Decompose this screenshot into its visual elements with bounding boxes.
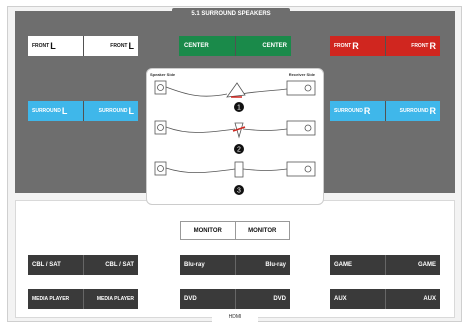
surround-left-letter-right: L bbox=[128, 106, 135, 116]
cbl-sat-text-right: CBL / SAT bbox=[83, 255, 138, 275]
step-1-number: 1 bbox=[237, 105, 241, 112]
monitor-text-left: MONITOR bbox=[181, 222, 235, 239]
game-label: GAME GAME bbox=[330, 255, 440, 275]
surround-right-letter: R bbox=[363, 106, 371, 116]
front-right-letter-right: R bbox=[429, 41, 437, 51]
dvd-text-right: DVD bbox=[235, 289, 290, 309]
surround-right-small-right: SURROUND bbox=[399, 108, 429, 114]
step-3-number: 3 bbox=[237, 188, 241, 195]
front-left-small-right: FRONT bbox=[110, 43, 128, 49]
sheet-title: 5.1 SURROUND SPEAKERS bbox=[172, 8, 290, 20]
step-1: 1 bbox=[154, 80, 316, 112]
game-text-right: GAME bbox=[385, 255, 440, 275]
front-right-small-right: FRONT bbox=[411, 43, 429, 49]
media-player-text-right: MEDIA PLAYER bbox=[83, 289, 138, 309]
connection-steps-illustration: 1 2 3 bbox=[154, 80, 316, 195]
hdmi-footer-label: HDMI bbox=[212, 313, 258, 322]
center-text-right: CENTER bbox=[262, 43, 287, 49]
surround-left-small-right: SURROUND bbox=[98, 108, 128, 114]
bluray-text-right: Blu-ray bbox=[235, 255, 290, 275]
dvd-text-left: DVD bbox=[180, 289, 235, 309]
center-label: CENTER CENTER bbox=[179, 36, 291, 56]
bluray-label: Blu-ray Blu-ray bbox=[180, 255, 290, 275]
aux-label: AUX AUX bbox=[330, 289, 440, 309]
surround-right-small: SURROUND bbox=[334, 108, 363, 114]
front-left-small: FRONT bbox=[32, 43, 50, 49]
aux-text-left: AUX bbox=[330, 289, 385, 309]
cbl-sat-label: CBL / SAT CBL / SAT bbox=[28, 255, 138, 275]
step-2-number: 2 bbox=[237, 147, 241, 154]
surround-right-letter-right: R bbox=[429, 106, 437, 116]
surround-left-letter: L bbox=[61, 106, 68, 116]
monitor-text-right: MONITOR bbox=[235, 222, 289, 239]
front-right-letter: R bbox=[352, 41, 359, 51]
aux-text-right: AUX bbox=[385, 289, 440, 309]
surround-left-small: SURROUND bbox=[32, 108, 61, 114]
speaker-side-label: Speaker Side bbox=[150, 72, 176, 77]
bluray-text-left: Blu-ray bbox=[180, 255, 235, 275]
monitor-label: MONITOR MONITOR bbox=[180, 221, 290, 240]
receiver-side-label: Receiver Side bbox=[288, 72, 315, 77]
front-right-small: FRONT bbox=[334, 43, 352, 49]
step-2: 2 bbox=[154, 120, 316, 154]
connection-diagram: Speaker Side Receiver Side 1 2 bbox=[146, 68, 324, 205]
front-left-letter-right: L bbox=[128, 41, 135, 51]
media-player-label: MEDIA PLAYER MEDIA PLAYER bbox=[28, 289, 138, 309]
dvd-label: DVD DVD bbox=[180, 289, 290, 309]
cbl-sat-text-left: CBL / SAT bbox=[28, 255, 83, 275]
step-3: 3 bbox=[154, 161, 316, 195]
front-left-letter: L bbox=[50, 41, 56, 51]
game-text-left: GAME bbox=[330, 255, 385, 275]
media-player-text-left: MEDIA PLAYER bbox=[28, 289, 83, 309]
center-text-left: CENTER bbox=[184, 43, 209, 49]
